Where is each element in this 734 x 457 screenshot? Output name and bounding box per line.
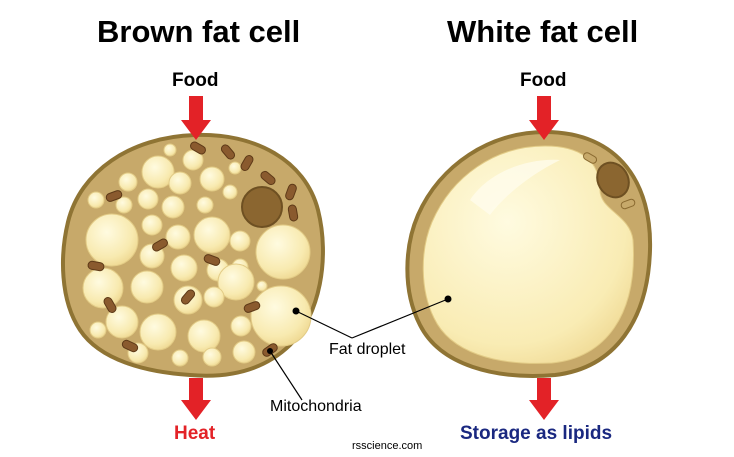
mitochondria-pointer-dot: [267, 348, 273, 354]
brown-nucleus: [241, 186, 283, 228]
white-mitochondrion: [620, 198, 636, 210]
white-food-label: Food: [520, 70, 567, 91]
arrows: [181, 96, 559, 420]
fat-droplet-pointer-dot-brown: [292, 307, 300, 315]
fat-droplet-pointer-dot-white: [444, 295, 452, 303]
brown-food-arrow: [181, 96, 211, 140]
brown-food-label: Food: [172, 70, 219, 91]
source-credit: rsscience.com: [352, 440, 423, 452]
fat-droplet-label: Fat droplet: [329, 341, 406, 358]
storage-label: Storage as lipids: [460, 423, 613, 444]
white-storage-arrow: [529, 378, 559, 420]
mitochondria-label: Mitochondria: [270, 398, 362, 415]
brown-fat-cell: [61, 132, 325, 378]
leader-lines: [269, 298, 449, 401]
heat-label: Heat: [174, 423, 216, 444]
white-nucleus: [596, 161, 630, 199]
white-food-arrow: [529, 96, 559, 140]
brown-fat-droplets: [82, 143, 312, 367]
white-droplet-highlight: [470, 159, 560, 215]
white-fat-cell: [405, 129, 653, 378]
brown-heat-arrow: [181, 378, 211, 420]
brown-cell-title: Brown fat cell: [97, 14, 301, 49]
white-cell-title: White fat cell: [447, 14, 639, 49]
white-mitochondrion: [582, 152, 598, 164]
brown-mitochondria: [87, 141, 299, 357]
